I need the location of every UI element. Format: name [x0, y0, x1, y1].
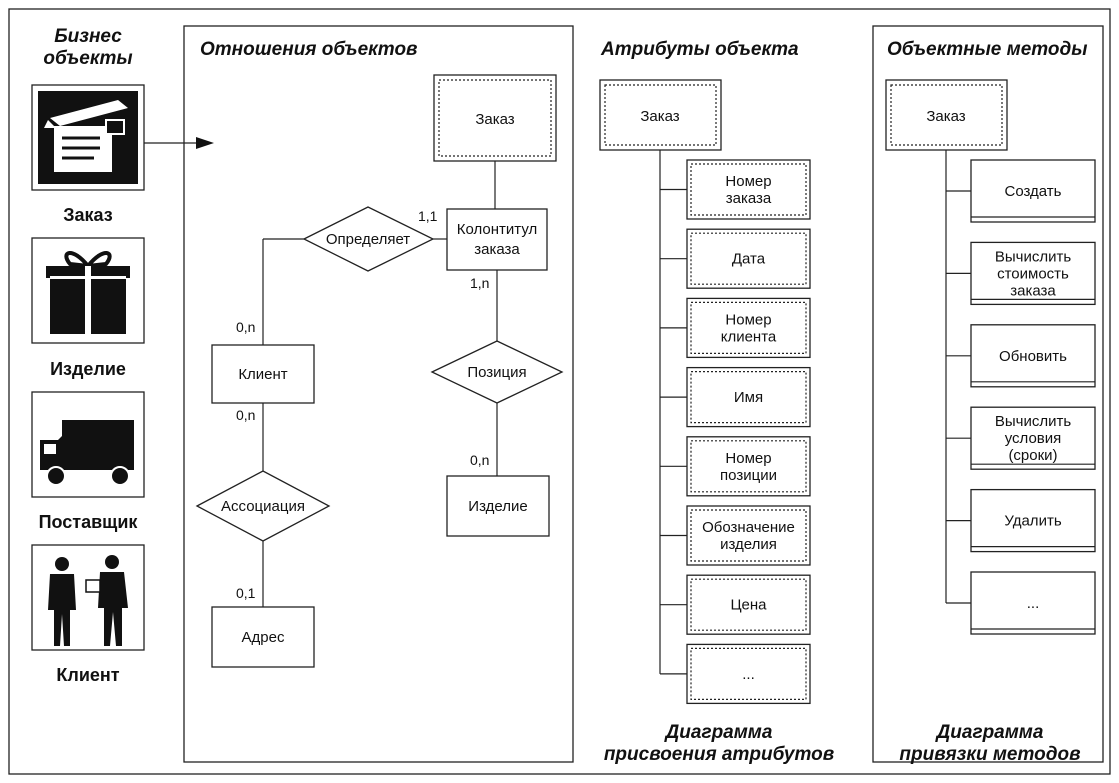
methods-footer-line1: Диаграмма — [935, 722, 1044, 743]
attributes-root[interactable]: Заказ — [599, 79, 722, 151]
methods-tree: СоздатьВычислитьстоимостьзаказаОбновитьВ… — [945, 150, 1096, 635]
attribute-item[interactable]: Дата — [660, 228, 811, 289]
attribute-item-label: Дата — [732, 251, 766, 268]
relationship-position[interactable]: Позиция — [430, 340, 564, 404]
attribute-item-label: ... — [742, 666, 755, 683]
relations-title: Отношения объектов — [200, 39, 418, 60]
method-item[interactable]: Обновить — [946, 324, 1096, 388]
method-item-label: стоимость — [997, 265, 1069, 282]
method-item[interactable]: Создать — [946, 159, 1096, 223]
cardinality-client-bottom: 0,n — [236, 407, 255, 423]
outer-frame — [8, 8, 1111, 775]
cardinality-product: 0,n — [470, 452, 489, 468]
entity-header-line2: заказа — [474, 241, 520, 258]
attributes-tree: НомерзаказаДатаНомерклиентаИмяНомерпозиц… — [659, 150, 811, 705]
supplier-card[interactable] — [31, 391, 145, 498]
business-objects-heading-line2: объекты — [43, 48, 132, 69]
method-item-label: ... — [1027, 595, 1040, 612]
order-arrow-head — [196, 137, 214, 149]
method-item-label: Вычислить — [995, 413, 1071, 430]
attribute-item-label: Имя — [734, 389, 763, 406]
method-item-label: Вычислить — [995, 248, 1071, 265]
cardinality-address: 0,1 — [236, 585, 256, 601]
client-card[interactable] — [31, 544, 145, 651]
method-item[interactable]: Удалить — [946, 488, 1096, 553]
attribute-item[interactable]: ... — [660, 643, 811, 705]
attribute-item-label: Обозначение — [702, 519, 795, 536]
method-item-label: заказа — [1010, 282, 1056, 299]
gift-box-icon — [46, 251, 130, 334]
methods-title: Объектные методы — [887, 39, 1088, 60]
entity-product[interactable]: Изделие — [446, 475, 550, 537]
entity-header-line1: Колонтитул — [457, 221, 538, 238]
order-card[interactable] — [31, 84, 145, 191]
entity-client-label: Клиент — [238, 366, 287, 383]
business-object-label-product: Изделие — [50, 359, 126, 379]
business-objects-heading-line1: Бизнес — [54, 26, 122, 47]
entity-order[interactable]: Заказ — [433, 74, 557, 162]
business-object-label-client: Клиент — [56, 665, 119, 685]
attribute-item-label: позиции — [720, 467, 777, 484]
relationship-association[interactable]: Ассоциация — [195, 470, 331, 542]
relationship-defines-label: Определяет — [326, 231, 410, 248]
attribute-item[interactable]: Цена — [660, 574, 811, 635]
methods-root[interactable]: Заказ — [885, 79, 1008, 151]
business-objects-heading: Бизнес объекты — [43, 26, 132, 69]
truck-icon — [40, 420, 134, 486]
attributes-root-label: Заказ — [640, 108, 679, 125]
attribute-item-label: Номер — [725, 450, 771, 467]
entity-product-label: Изделие — [468, 498, 527, 515]
methods-panel — [872, 25, 1104, 763]
cardinality-header-one: 1,1 — [418, 208, 438, 224]
attribute-item-label: Номер — [725, 311, 771, 328]
method-item-label: Удалить — [1004, 513, 1061, 530]
methods-root-label: Заказ — [926, 108, 965, 125]
attributes-title: Атрибуты объекта — [600, 39, 799, 60]
relationship-position-label: Позиция — [467, 364, 526, 381]
relations-panel — [183, 25, 574, 763]
attribute-item[interactable]: Имя — [660, 366, 811, 428]
attribute-item-label: клиента — [721, 328, 777, 345]
method-item[interactable]: ... — [946, 571, 1096, 635]
attributes-footer-line2: присвоения атрибутов — [604, 744, 834, 765]
business-object-label-order: Заказ — [63, 205, 113, 225]
method-item-label: Создать — [1004, 183, 1061, 200]
method-item-label: (сроки) — [1008, 447, 1057, 464]
attribute-item-label: Номер — [725, 173, 771, 190]
people-icon — [48, 555, 128, 646]
cardinality-client-top: 0,n — [236, 319, 255, 335]
entity-order-header[interactable]: Колонтитул заказа — [446, 208, 548, 271]
attribute-item-label: заказа — [726, 190, 772, 207]
methods-footer-line2: привязки методов — [899, 744, 1080, 765]
entity-address[interactable]: Адрес — [211, 606, 315, 668]
attribute-item-label: изделия — [720, 536, 777, 553]
entity-client[interactable]: Клиент — [211, 344, 315, 404]
entity-address-label: Адрес — [242, 629, 285, 646]
relationship-association-label: Ассоциация — [221, 498, 305, 515]
attribute-item-label: Цена — [730, 597, 767, 614]
relationship-defines[interactable]: Определяет — [302, 206, 435, 272]
method-item-label: Обновить — [999, 348, 1067, 365]
entity-order-label: Заказ — [475, 111, 514, 128]
method-item-label: условия — [1005, 430, 1062, 447]
business-object-label-supplier: Поставщик — [39, 512, 139, 532]
cardinality-header-many: 1,n — [470, 275, 489, 291]
product-card[interactable] — [31, 237, 145, 344]
attributes-footer-line1: Диаграмма — [664, 722, 773, 743]
